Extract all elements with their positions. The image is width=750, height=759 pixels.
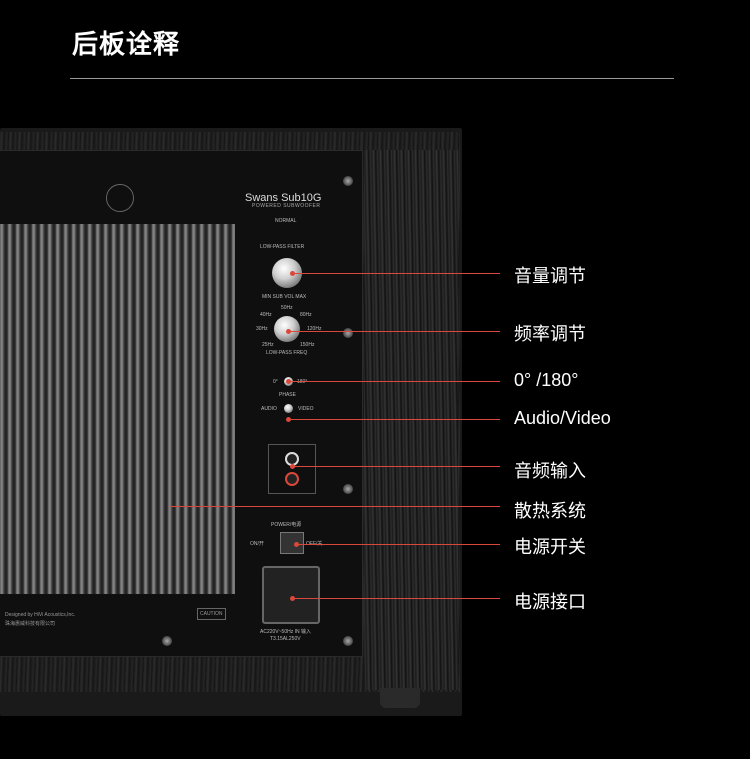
callout-line — [292, 466, 500, 467]
annotation-power-socket: 电源接口 — [514, 592, 586, 613]
company-name: 珠海惠威科技有限公司 — [5, 621, 56, 627]
annotation-volume: 音量调节 — [514, 266, 586, 287]
annotation-frequency: 频率调节 — [514, 324, 586, 345]
callout-line — [292, 598, 500, 599]
wood-grain-side — [364, 150, 458, 690]
screw-icon — [343, 636, 353, 646]
screw-icon — [343, 176, 353, 186]
plate-brand: Swans Sub10G — [245, 192, 322, 204]
freq-30-label: 30Hz — [256, 326, 268, 332]
heatsink — [0, 224, 235, 594]
freq-50-label: 50Hz — [281, 305, 293, 311]
title-divider — [70, 78, 674, 79]
phase-180-label: 180° — [297, 379, 308, 385]
callout-dot — [286, 329, 291, 334]
phase-0-label: 0° — [273, 379, 278, 385]
callout-line — [288, 381, 500, 382]
callout-line — [292, 273, 500, 274]
on-label: ON/开 — [250, 541, 264, 547]
power-socket[interactable] — [262, 566, 320, 624]
page-title: 后板诠释 — [72, 30, 181, 60]
normal-label: NORMAL — [275, 218, 297, 224]
power-switch[interactable] — [280, 532, 304, 554]
callout-dot — [290, 271, 295, 276]
input-jack-panel — [268, 444, 316, 494]
power-label: POWER/电源 — [271, 522, 302, 528]
annotation-phase: 0° /180° — [514, 370, 579, 390]
low-pass-freq-label: LOW-PASS FREQ — [266, 350, 308, 356]
freq-80-label: 80Hz — [300, 312, 312, 318]
freq-120-label: 120Hz — [307, 326, 322, 332]
ac-spec-label: AC220V~50Hz IN 输入 — [260, 629, 311, 635]
callout-dot — [286, 417, 291, 422]
callout-line — [170, 506, 500, 507]
caution-label: CAUTION — [197, 608, 226, 620]
annotation-power-switch: 电源开关 — [514, 537, 586, 558]
annotation-heatsink: 散热系统 — [514, 501, 586, 522]
swan-logo-icon — [106, 184, 134, 212]
designed-by: Designed by HiVi Acoustics,Inc. — [5, 612, 76, 618]
fuse-label: T3.15AL250V — [270, 636, 301, 642]
audio-label: AUDIO — [261, 406, 277, 412]
callout-line — [288, 331, 500, 332]
annotation-audio-video: Audio/Video — [514, 408, 611, 428]
freq-40-label: 40Hz — [260, 312, 272, 318]
min-max-label: MIN SUB VOL MAX — [262, 294, 307, 300]
callout-line — [288, 419, 500, 420]
freq-150-label: 150Hz — [300, 342, 315, 348]
callout-dot — [286, 379, 291, 384]
phase-label: PHASE — [279, 392, 296, 398]
rca-input-red[interactable] — [285, 472, 299, 486]
screw-icon — [162, 636, 172, 646]
callout-dot — [290, 596, 295, 601]
callout-line — [296, 544, 500, 545]
low-pass-filter-label: LOW-PASS FILTER — [260, 244, 305, 250]
video-label: VIDEO — [298, 406, 314, 412]
screw-icon — [343, 328, 353, 338]
audio-video-switch[interactable] — [284, 404, 293, 413]
plate-subtitle: POWERED SUBWOOFER — [252, 203, 321, 209]
annotation-audio-input: 音频输入 — [514, 461, 586, 482]
cabinet-foot — [380, 688, 420, 708]
freq-25-label: 25Hz — [262, 342, 274, 348]
screw-icon — [343, 484, 353, 494]
callout-dot — [290, 464, 295, 469]
callout-dot — [294, 542, 299, 547]
